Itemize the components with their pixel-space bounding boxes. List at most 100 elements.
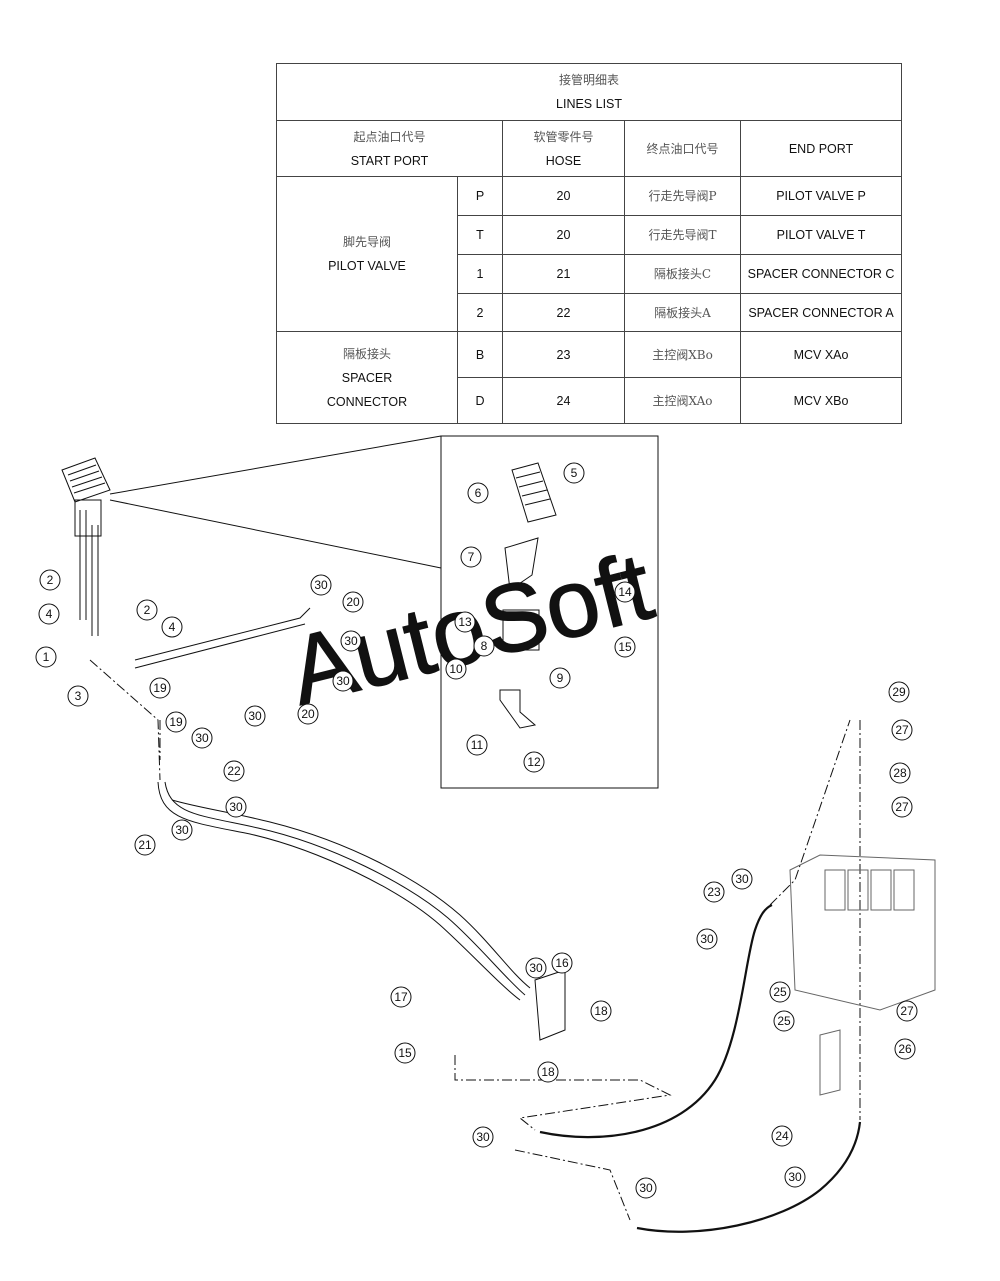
callout-19: 19 [165,711,187,733]
callout-label: 30 [476,1130,490,1144]
bracket-16 [534,969,566,1041]
row-end-cn: 主控阀XBo [624,331,741,378]
row-end-en: SPACER CONNECTOR A [739,293,903,332]
row-end-en: MCV XAo [739,331,903,378]
callout-24: 24 [771,1125,793,1147]
callout-circle [136,599,158,621]
callout-circle [171,819,193,841]
callout-27: 27 [896,1000,918,1022]
callout-circle [771,1125,793,1147]
callout-label: 30 [639,1181,653,1195]
callout-30: 30 [191,727,213,749]
connection-lines [89,659,861,1221]
header-hose-cn: 软管零件号 [533,129,594,144]
callout-30: 30 [171,819,193,841]
callout-circle [161,616,183,638]
callout-27: 27 [891,719,913,741]
callout-label: 19 [169,715,183,729]
callout-label: 23 [707,885,721,899]
callout-label: 3 [75,689,82,703]
callout-circle [149,677,171,699]
callout-label: 13 [458,615,472,629]
callout-7: 7 [460,546,482,568]
callout-circle [342,591,364,613]
callout-label: 30 [529,961,543,975]
callout-22: 22 [223,760,245,782]
row-port: P [457,176,503,216]
callout-2: 2 [39,569,61,591]
group-spacer-connector: 隔板接头 SPACER CONNECTOR [276,331,458,424]
row-end-en: SPACER CONNECTOR C [739,254,903,294]
callout-12: 12 [523,751,545,773]
callout-circle [703,881,725,903]
callout-label: 26 [898,1042,912,1056]
callout-circle [888,681,910,703]
callout-circle [891,796,913,818]
table-title-en: LINES LIST [556,97,623,111]
callout-label: 30 [248,709,262,723]
callout-circle [134,834,156,856]
row-port: D [457,377,503,424]
callout-circle [523,751,545,773]
callout-circle [891,719,913,741]
callout-28: 28 [889,762,911,784]
callout-label: 15 [398,1046,412,1060]
header-hose-en: HOSE [545,153,582,168]
detail-valve-body [502,609,540,651]
pedal-assembly-left [61,457,111,537]
callout-label: 30 [788,1170,802,1184]
group-spacer-en-1: SPACER [341,370,393,385]
callout-25: 25 [769,981,791,1003]
detail-inset-frame [440,435,659,789]
callout-circle [223,760,245,782]
callout-circle [467,482,489,504]
callout-circle [894,1038,916,1060]
hose-24 [636,1121,862,1233]
callout-circle [889,762,911,784]
callout-20: 20 [342,591,364,613]
row-port: 2 [457,293,503,332]
callout-circle [473,635,495,657]
callout-label: 10 [449,662,463,676]
callout-label: 30 [336,674,350,688]
group-pilot-valve-cn: 脚先导阀 [342,235,391,249]
callout-circle [394,1042,416,1064]
callout-label: 5 [571,466,578,480]
callout-circle [614,636,636,658]
callout-label: 30 [700,932,714,946]
callout-label: 29 [892,685,906,699]
callout-30: 30 [310,574,332,596]
callout-21: 21 [134,834,156,856]
callout-circle [769,981,791,1003]
row-end-cn: 隔板接头C [624,254,741,294]
callout-circle [784,1166,806,1188]
callout-circle [896,1000,918,1022]
inset-leader-top [109,435,442,495]
callout-18: 18 [537,1061,559,1083]
callout-2: 2 [136,599,158,621]
callout-circle [225,796,247,818]
hose-23 [539,903,773,1139]
callout-label: 28 [893,766,907,780]
callout-label: 7 [468,550,475,564]
callout-circle [537,1061,559,1083]
callout-circle [332,670,354,692]
callout-circle [590,1000,612,1022]
callout-label: 2 [47,573,54,587]
callout-circle [614,581,636,603]
callout-23: 23 [703,881,725,903]
row-end-cn: 行走先导阀P [624,176,741,216]
callout-label: 30 [175,823,189,837]
hose-22 [164,781,526,996]
callout-label: 17 [394,990,408,1004]
callout-circle [35,646,57,668]
group-spacer-cn: 隔板接头 [342,346,391,361]
row-hose: 24 [502,377,625,424]
callout-20: 20 [297,703,319,725]
callout-30: 30 [472,1126,494,1148]
callout-13: 13 [454,611,476,633]
callout-circle [466,734,488,756]
callout-label: 11 [471,738,484,752]
callout-11: 11 [466,734,488,756]
callout-circle [445,658,467,680]
